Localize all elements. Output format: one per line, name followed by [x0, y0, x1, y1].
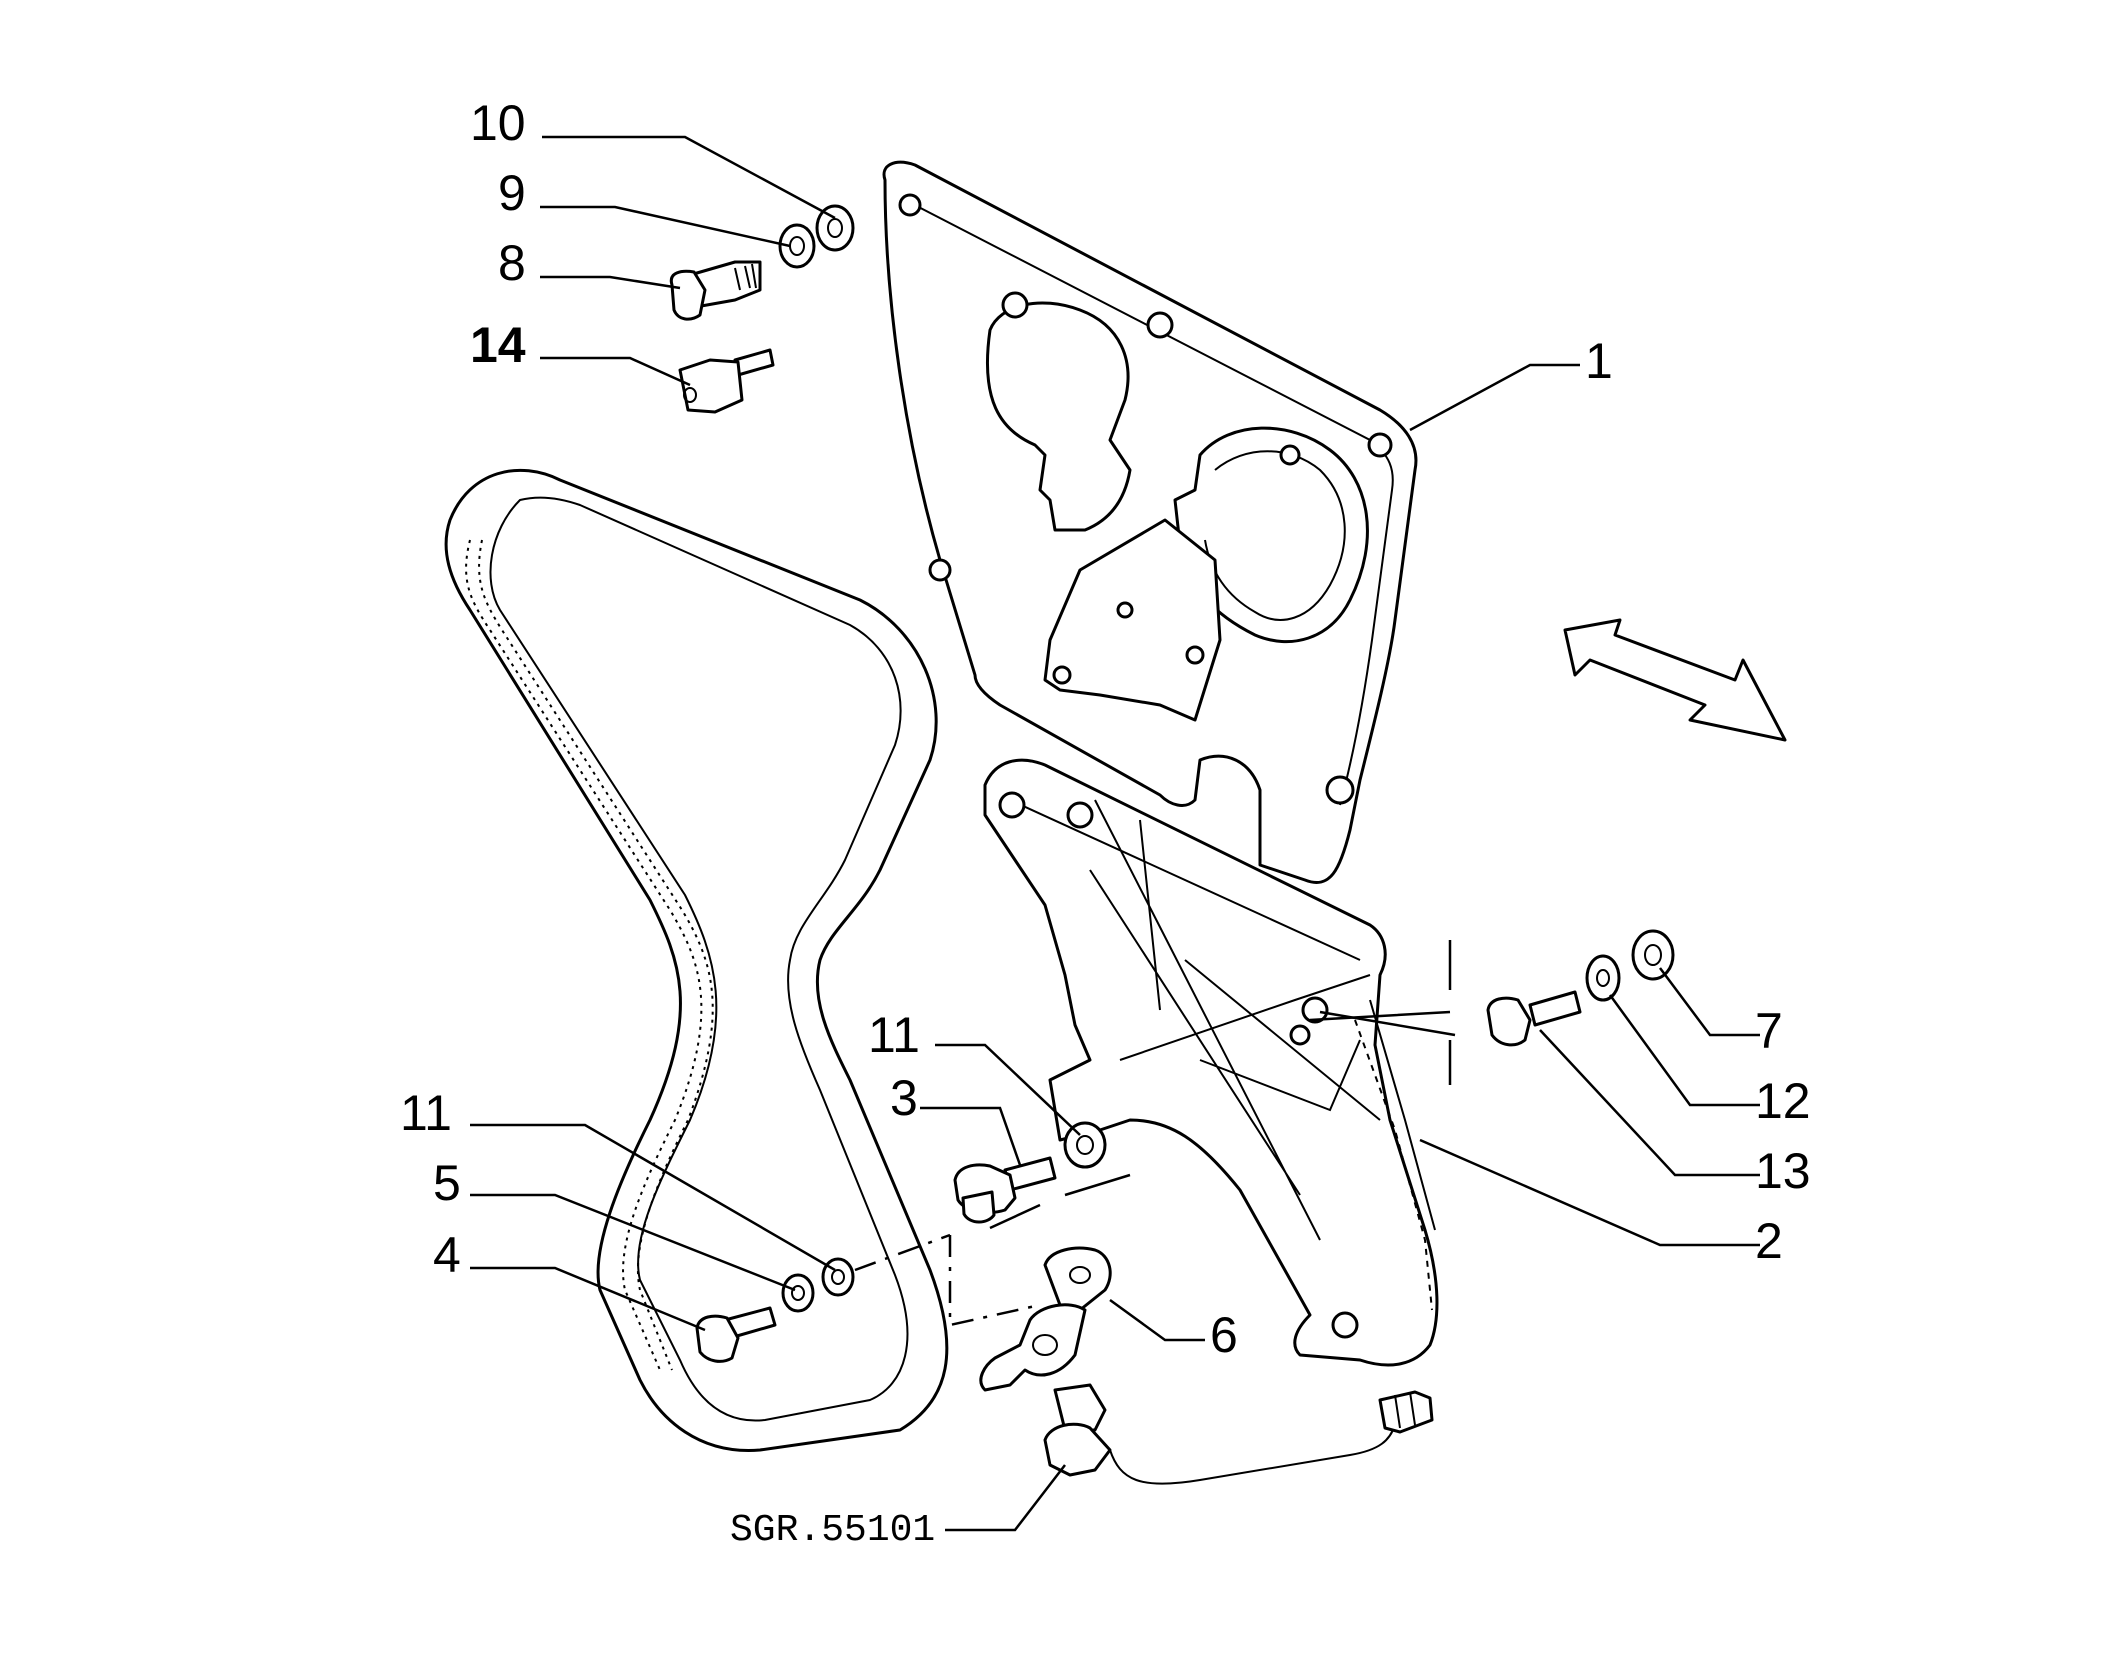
lower-timing-cover [983, 758, 1439, 1367]
washer-part-9 [778, 223, 816, 269]
label-part-6: 6 [1210, 1307, 1238, 1363]
label-part-11-middle: 11 [868, 1007, 920, 1063]
alignment-line [989, 1173, 1131, 1230]
washer-part-5 [781, 1273, 815, 1313]
label-part-10: 10 [470, 95, 526, 151]
leader-lines [470, 135, 1760, 1532]
sensor-part-6 [979, 1246, 1434, 1485]
bolt-part-3 [953, 1156, 1057, 1224]
label-part-2: 2 [1755, 1213, 1783, 1269]
label-part-7: 7 [1755, 1003, 1783, 1059]
washer-part-11-middle [1063, 1121, 1107, 1169]
direction-arrow-icon [1563, 618, 1787, 742]
label-part-13: 13 [1755, 1143, 1811, 1199]
label-part-3: 3 [890, 1070, 918, 1126]
alignment-line [1319, 1010, 1456, 1037]
label-part-1: 1 [1585, 333, 1613, 389]
bolt-part-4 [695, 1306, 777, 1363]
alignment-line [854, 1233, 951, 1272]
label-part-14: 14 [470, 317, 526, 373]
label-part-9: 9 [498, 165, 526, 221]
alignment-line [948, 1235, 1041, 1327]
label-part-5: 5 [433, 1155, 461, 1211]
alignment-line [1309, 940, 1452, 1085]
drawing-reference: SGR.55101 [730, 1509, 935, 1552]
upper-timing-cover [882, 160, 1418, 884]
timing-belt [444, 468, 949, 1452]
bolt-part-13 [1486, 990, 1582, 1047]
label-part-4: 4 [433, 1227, 461, 1283]
bolt-part-8 [669, 260, 762, 321]
washer-part-10 [815, 204, 855, 252]
label-part-8: 8 [498, 235, 526, 291]
stud-part-14 [678, 348, 775, 414]
washer-part-7 [1631, 929, 1675, 981]
label-part-11-lower: 11 [400, 1085, 452, 1141]
washer-part-12 [1585, 954, 1621, 1002]
label-part-12: 12 [1755, 1073, 1811, 1129]
